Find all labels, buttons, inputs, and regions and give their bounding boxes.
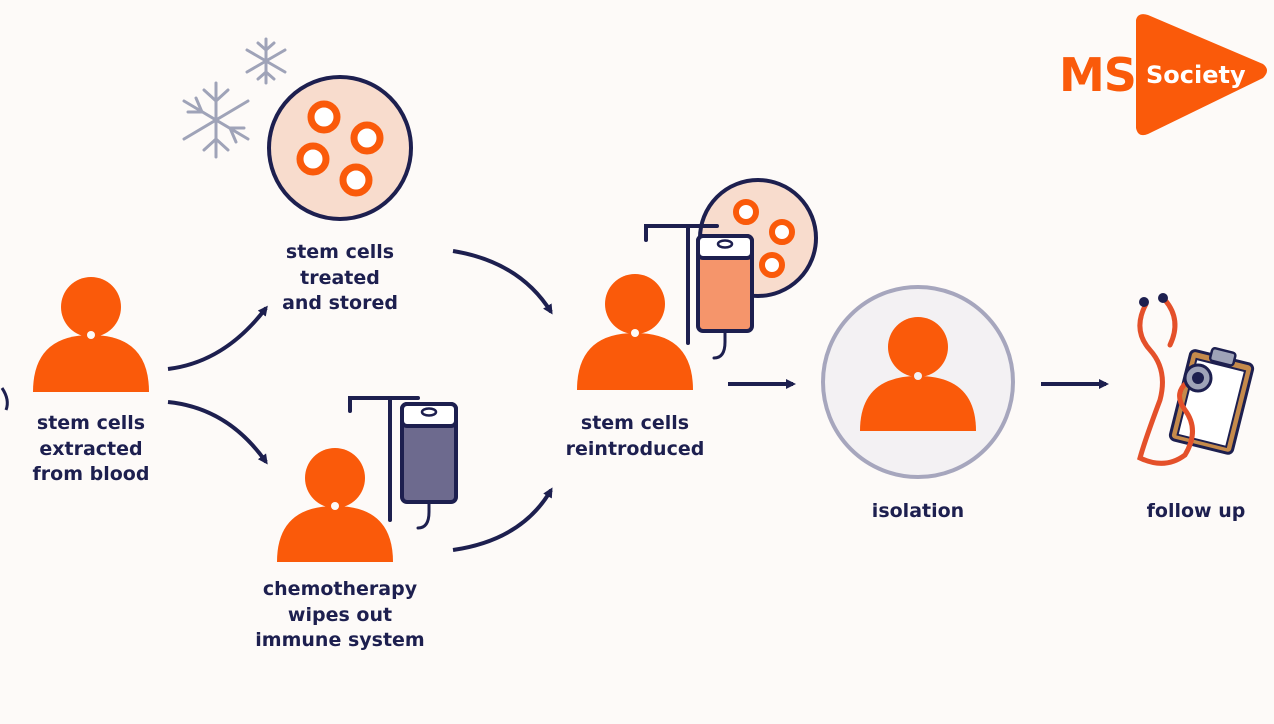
label-isolation: isolation <box>872 499 964 525</box>
label-stored-line-1: stem cells <box>285 241 395 263</box>
iv-drip-icon-chemo <box>348 396 458 530</box>
label-extract: stem cells extracted from blood <box>33 411 150 488</box>
arrow-stored-to-reintroduced <box>452 249 553 315</box>
partial-icon-left-edge <box>0 387 9 411</box>
snowflake-icon-small <box>245 37 287 85</box>
arrow-extract-to-stored <box>167 305 268 371</box>
label-chemo: chemotherapy wipes out immune system <box>255 577 424 654</box>
ms-society-logo <box>1136 14 1267 136</box>
logo-society-text: Society <box>1146 61 1246 89</box>
label-reintroduced-line-2: reintroduced <box>565 437 705 460</box>
iv-drip-icon-reintroduced <box>644 224 754 360</box>
label-chemo-line-1: chemotherapy <box>262 578 418 600</box>
snowflake-icon-large <box>182 81 250 159</box>
label-stored-line-2: treated <box>300 266 380 289</box>
stethoscope-clipboard-icon <box>1137 293 1255 466</box>
logo-ms-text: MS <box>1059 48 1137 102</box>
label-stored: stem cells treated and stored <box>282 240 398 317</box>
label-extract-line-3: from blood <box>32 463 150 485</box>
person-icon-extract <box>33 277 149 392</box>
label-reintroduced: stem cells reintroduced <box>566 411 705 462</box>
label-chemo-line-2: wipes out <box>287 603 393 626</box>
person-icon-chemo <box>277 448 393 562</box>
label-extract-line-1: stem cells <box>36 412 146 434</box>
label-followup-line-1: follow up <box>1146 500 1246 522</box>
person-icon-reintroduced <box>577 274 693 390</box>
label-extract-line-2: extracted <box>39 437 143 460</box>
label-reintroduced-line-1: stem cells <box>580 412 690 434</box>
isolation-icon <box>821 285 1015 479</box>
label-stored-line-3: and stored <box>282 292 398 314</box>
label-isolation-line-1: isolation <box>871 500 965 522</box>
label-chemo-line-3: immune system <box>255 629 425 651</box>
arrow-extract-to-chemo <box>167 400 268 465</box>
label-followup: follow up <box>1147 499 1246 525</box>
stem-cell-dish-icon-stored <box>267 75 413 221</box>
arrow-chemo-to-reintroduced <box>452 487 553 552</box>
